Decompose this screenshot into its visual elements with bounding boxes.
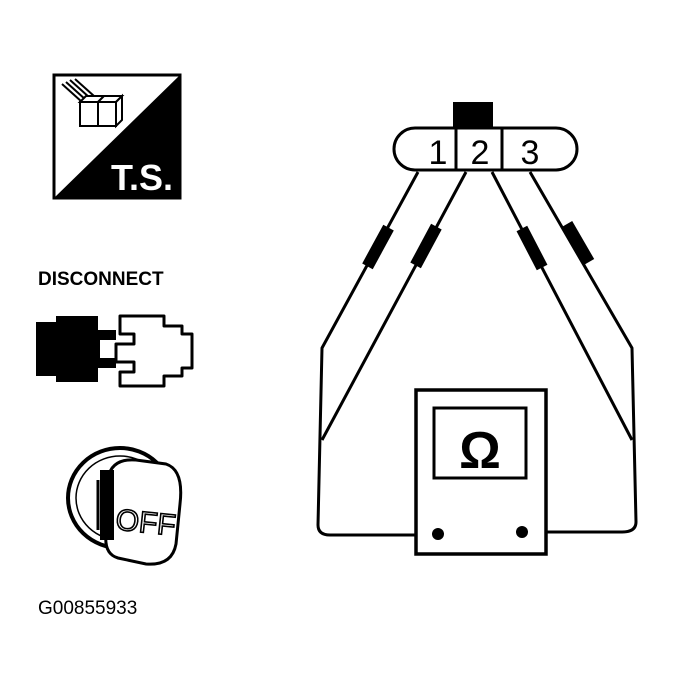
ts-label: T.S. <box>111 157 173 198</box>
connector: 1 2 3 <box>392 102 579 172</box>
probe-2 <box>410 223 442 269</box>
disconnect-icon: DISCONNECT <box>36 269 194 388</box>
ignition-key-off-icon: OFF <box>66 446 183 566</box>
meter-display <box>432 406 528 480</box>
wire-pin2-left <box>320 171 468 441</box>
plug-right-icon <box>114 314 194 388</box>
pin-1: 1 <box>429 134 448 172</box>
probe-3 <box>516 225 548 271</box>
probe-1 <box>362 224 394 270</box>
ohmmeter: Ω <box>414 388 548 556</box>
ohm-symbol: Ω <box>459 422 501 480</box>
disconnect-label: DISCONNECT <box>38 269 164 290</box>
connector-pictogram-icon <box>61 78 125 129</box>
ts-icon: T.S. <box>52 73 182 200</box>
probe-4 <box>561 220 595 266</box>
wire-pin3 <box>522 171 638 534</box>
meter-terminal-right <box>516 526 528 538</box>
wire-pin2-right <box>490 171 634 441</box>
meter-terminal-left <box>432 528 444 540</box>
probes <box>362 220 595 271</box>
pin-3: 3 <box>521 134 540 172</box>
connector-body <box>392 126 579 172</box>
key-label: OFF <box>114 504 177 543</box>
pin-2: 2 <box>471 134 490 172</box>
wires <box>316 171 638 537</box>
figure-id: G00855933 <box>38 598 137 619</box>
wire-pin1 <box>316 171 436 537</box>
plug-left-icon <box>36 316 116 382</box>
